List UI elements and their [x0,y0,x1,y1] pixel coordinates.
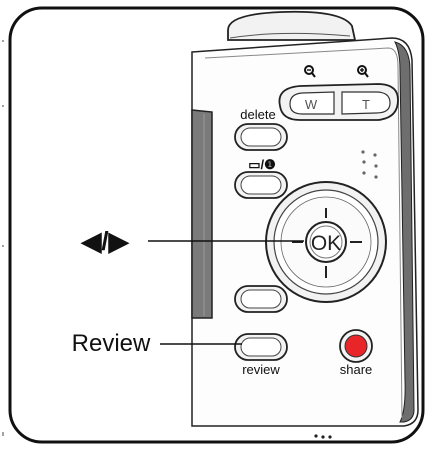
share-button[interactable] [339,329,373,363]
delete-label: delete [240,107,275,122]
ok-button[interactable]: OK [305,221,347,263]
zoom-wide-label: W [305,97,318,112]
zoom-in-icon [357,65,369,78]
review-callout: Review [72,330,242,357]
display-info-label: ▭/❶ [248,157,276,172]
ok-label: OK [311,232,341,255]
lcd-screen-edge [191,109,213,319]
indicator-dots [361,150,378,179]
zoom-tele-button[interactable] [341,91,391,115]
zoom-wide-button[interactable] [289,91,335,115]
review-callout-label: Review [72,330,151,357]
zoom-tele-label: T [362,97,370,112]
zoom-out-icon [304,65,316,78]
zoom-rocker[interactable]: W T [278,83,399,121]
arrows-callout-label: ◀/▶ [80,226,129,256]
share-label: share [340,362,373,377]
arrows-callout: ◀/▶ [80,226,304,256]
review-button-label: review [242,362,280,377]
